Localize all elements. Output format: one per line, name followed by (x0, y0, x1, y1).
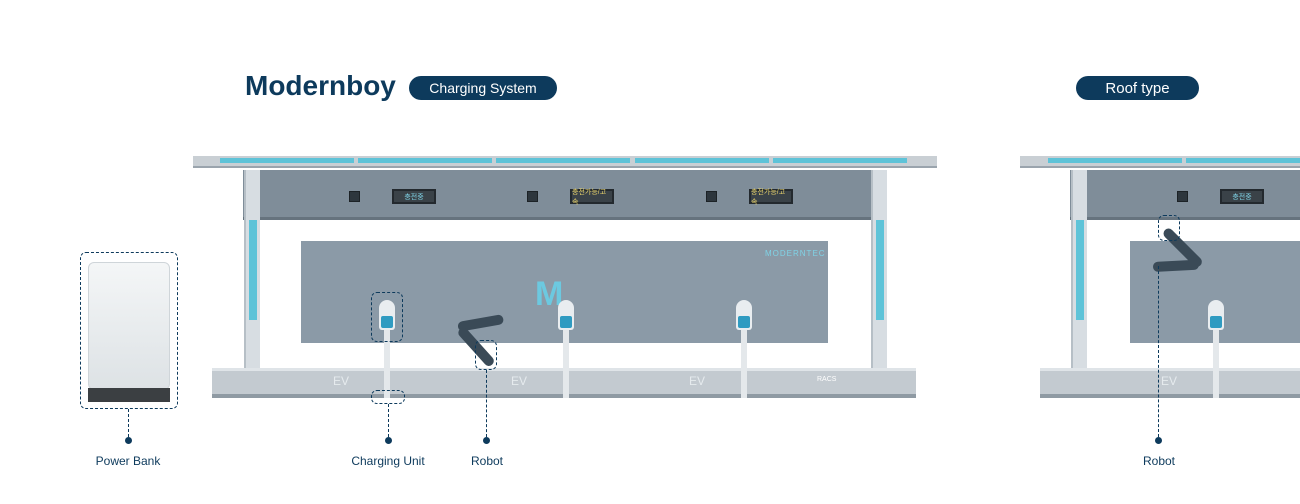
brand-title: Modernboy (245, 70, 396, 101)
callout-line (388, 404, 389, 437)
robot-callout-box (1158, 215, 1180, 241)
charging-unit (736, 300, 752, 330)
charger-pole (384, 330, 390, 398)
canopy-post (1071, 170, 1087, 395)
bay-label: EV (333, 374, 350, 388)
wall-brand: MODERNTEC (765, 249, 826, 258)
callout-dot (483, 437, 490, 444)
status-display: 충전중 (1220, 189, 1264, 204)
power-bank-image (88, 262, 170, 390)
power-bank-callout-box (80, 252, 178, 409)
camera-sensor-icon (706, 191, 717, 202)
canopy-post (244, 170, 260, 395)
robot-callout-box (475, 340, 497, 370)
charger-pole (741, 330, 747, 398)
charging-unit-callout-box (371, 292, 403, 342)
callout-dot (125, 437, 132, 444)
charging-unit-label: Charging Unit (351, 454, 425, 468)
callout-line (128, 409, 129, 437)
parking-base (1040, 368, 1300, 398)
callout-dot (385, 437, 392, 444)
canopy-post (871, 170, 887, 395)
camera-sensor-icon (527, 191, 538, 202)
callout-dot (1155, 437, 1162, 444)
status-display: 충전가능/고속 (749, 189, 793, 206)
bay-label: EV (1161, 374, 1178, 388)
power-bank-label: Power Bank (95, 454, 161, 468)
charging-unit (379, 300, 395, 330)
charging-unit (558, 300, 574, 330)
bay-label: EV (689, 374, 706, 388)
canopy-roof (193, 156, 937, 168)
camera-sensor-icon (349, 191, 360, 202)
canopy-roof (1020, 156, 1300, 168)
robot-label: Robot (470, 454, 504, 468)
charging-unit-base-callout-box (371, 390, 405, 404)
roof-type-badge: Roof type (1076, 76, 1199, 100)
status-display: 충전중 (392, 189, 436, 204)
bay-label: EV (511, 374, 528, 388)
charger-pole (1213, 330, 1219, 398)
charger-pole (563, 330, 569, 398)
base-brand: RACS (817, 376, 837, 383)
callout-line (1158, 266, 1159, 437)
power-bank-base (88, 388, 170, 402)
robot-roof-label: Robot (1142, 454, 1176, 468)
charging-unit (1208, 300, 1224, 330)
camera-sensor-icon (1177, 191, 1188, 202)
callout-line (486, 370, 487, 437)
charging-system-badge: Charging System (409, 76, 557, 100)
status-display: 충전가능/고속 (570, 189, 614, 206)
